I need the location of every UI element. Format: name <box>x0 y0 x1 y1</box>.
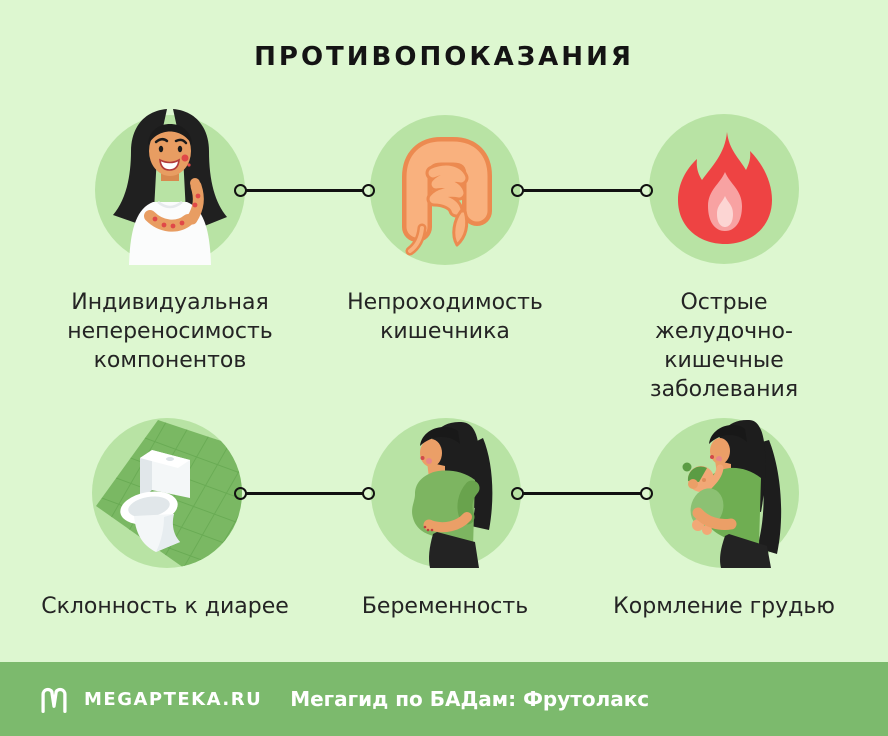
connector-ring <box>362 487 375 500</box>
icon-circle-breastfeeding <box>649 418 799 568</box>
item-label-acute-gi: Острые желудочно-кишечные заболевания <box>649 290 799 402</box>
icon-circle-allergy <box>95 109 245 265</box>
flame-icon <box>678 132 772 244</box>
item-label-diarrhea: Склонность к диарее <box>41 594 289 619</box>
icon-circle-pregnant <box>371 418 521 568</box>
item-label-breastfeeding: Кормление грудью <box>613 594 835 619</box>
breastfeeding-icon <box>682 420 782 568</box>
connector-rule <box>246 492 363 495</box>
connector-line <box>511 487 653 500</box>
page-title: ПРОТИВОПОКАЗАНИЯ <box>254 42 634 72</box>
item-label-pregnancy: Беременность <box>361 594 529 619</box>
pregnant-woman-icon <box>412 422 493 568</box>
connector-ring <box>640 487 653 500</box>
intestines-icon <box>402 137 492 256</box>
connector-ring <box>362 184 375 197</box>
connector-line <box>234 184 375 197</box>
footer-tagline: Мегагид по БАДам: Фрутолакс <box>290 687 650 711</box>
connector-line <box>511 184 653 197</box>
icon-circle-flame <box>649 114 799 264</box>
icon-circle-toilet <box>92 418 242 568</box>
connector-rule <box>246 189 363 192</box>
item-label-obstruction: Непроходимость кишечника <box>347 290 543 344</box>
toilet-icon <box>96 420 242 568</box>
allergy-woman-icon <box>113 109 227 265</box>
connector-line <box>234 487 375 500</box>
item-label-allergy: Индивидуальная непереносимость компонент… <box>67 290 273 373</box>
icon-circle-intestines <box>370 115 520 265</box>
brand-name: MEGAPTEKA.RU <box>84 688 263 710</box>
connector-rule <box>523 189 641 192</box>
megapteka-m-logo <box>41 687 67 713</box>
connector-rule <box>523 492 641 495</box>
connector-ring <box>640 184 653 197</box>
footer-bar: MEGAPTEKA.RU Мегагид по БАДам: Фрутолакс <box>0 662 888 736</box>
